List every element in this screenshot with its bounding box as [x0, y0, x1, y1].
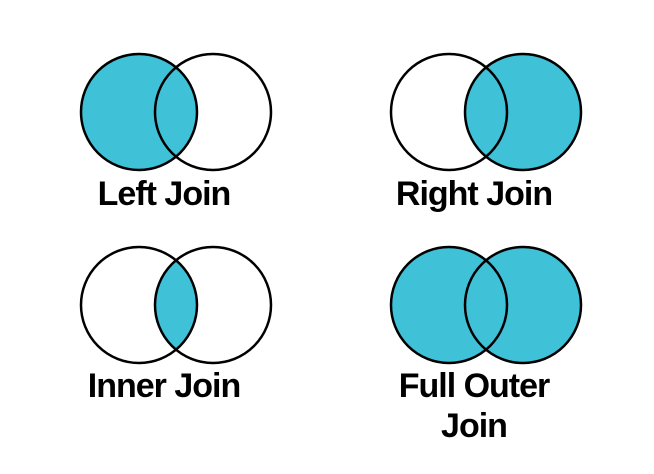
- inner-join-right-circle-outline: [153, 245, 273, 365]
- inner-join-intersection-fill: [154, 260, 198, 350]
- right-join-label: Right Join: [395, 175, 553, 213]
- inner-join-venn: [79, 245, 273, 365]
- full-outer-join-right-circle-outline: [463, 245, 583, 365]
- full-outer-join-venn: [389, 245, 583, 365]
- full-outer-join-label: Full Outer Join: [398, 367, 551, 445]
- left-join-right-circle-outline: [153, 52, 273, 172]
- inner-join-label: Inner Join: [87, 367, 241, 405]
- full-outer-join-left-circle-outline: [389, 245, 509, 365]
- right-join-right-circle-outline: [463, 52, 583, 172]
- left-join-venn: [79, 52, 273, 172]
- left-join-label: Left Join: [97, 175, 232, 213]
- full-outer-join-intersection-fill: [464, 260, 507, 350]
- right-join-left-circle-outline: [389, 52, 509, 172]
- left-join-left-circle-outline: [79, 52, 199, 172]
- right-join-intersection-fill: [464, 67, 507, 157]
- left-join-intersection-fill: [155, 67, 197, 157]
- inner-join-left-circle-outline: [79, 245, 199, 365]
- right-join-venn: [389, 52, 583, 172]
